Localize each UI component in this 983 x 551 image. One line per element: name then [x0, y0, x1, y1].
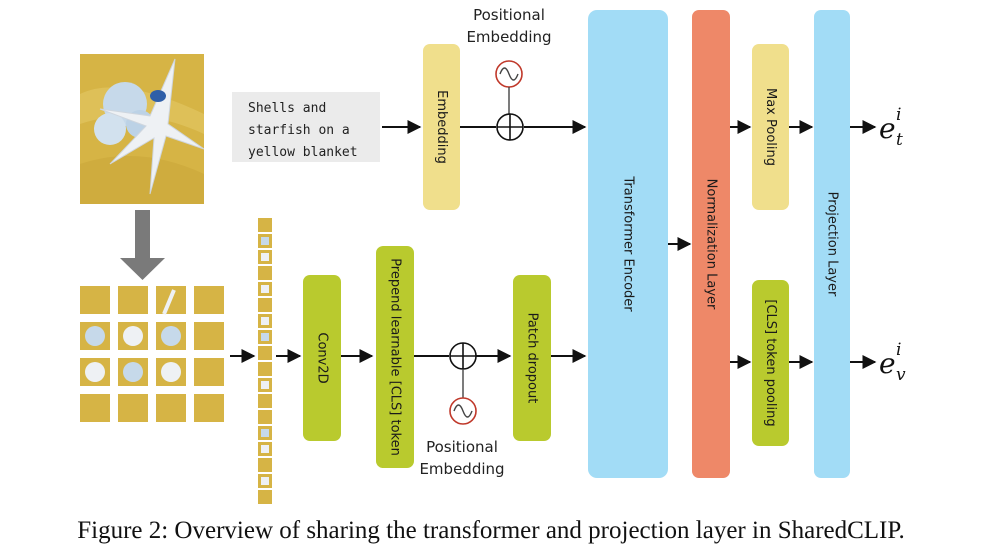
projection-layer-label: Projection Layer: [825, 192, 840, 297]
image-patch: [118, 322, 148, 350]
image-patch: [80, 286, 110, 314]
figure-caption: Figure 2: Overview of sharing the transf…: [77, 517, 905, 544]
image-patch: [156, 394, 186, 422]
patch-sequence: [258, 218, 272, 504]
image-patch: [118, 286, 148, 314]
sequence-patch: [258, 250, 272, 264]
sine-wave-icon: [449, 397, 477, 425]
svg-text:v: v: [896, 365, 906, 385]
sequence-patch: [258, 218, 272, 232]
sequence-patch: [258, 346, 272, 360]
sequence-patch: [258, 234, 272, 248]
image-patch: [194, 322, 224, 350]
sequence-patch: [258, 362, 272, 376]
text-input-line: starfish on a: [248, 123, 350, 138]
svg-text:i: i: [896, 105, 901, 125]
positional-embedding-label: Embedding: [466, 28, 551, 46]
down-arrow-icon: [120, 210, 165, 280]
positional-embedding-label: Positional: [426, 438, 498, 456]
image-patch: [156, 322, 186, 350]
text-input-line: yellow blanket: [248, 145, 358, 160]
sequence-patch: [258, 314, 272, 328]
svg-text:i: i: [896, 340, 901, 360]
conv2d-block: Conv2D: [303, 275, 341, 441]
plus-circle-icon: [496, 113, 524, 141]
embedding-label: Embedding: [434, 90, 449, 164]
image-patch: [156, 358, 186, 386]
text-input-line: Shells and: [248, 101, 326, 116]
prepend-cls-block: Prepend learnable [CLS] token: [376, 246, 414, 468]
image-patch: [194, 358, 224, 386]
transformer-encoder-block: Transformer Encoder: [588, 10, 668, 478]
sequence-patch: [258, 490, 272, 504]
svg-text:t: t: [896, 130, 903, 150]
sequence-patch: [258, 410, 272, 424]
patch-dropout-label: Patch dropout: [525, 313, 540, 404]
max-pooling-label: Max Pooling: [763, 88, 778, 166]
image-patch: [118, 394, 148, 422]
transformer-encoder-label: Transformer Encoder: [621, 175, 636, 312]
positional-embedding-label: Embedding: [419, 460, 504, 478]
sequence-patch: [258, 298, 272, 312]
sequence-patch: [258, 426, 272, 440]
image-patch: [80, 394, 110, 422]
conv2d-label: Conv2D: [315, 332, 330, 383]
plus-circle-icon: [449, 342, 477, 370]
sequence-patch: [258, 282, 272, 296]
sequence-patch: [258, 266, 272, 280]
sequence-patch: [258, 458, 272, 472]
image-patch: [80, 358, 110, 386]
prepend-cls-label: Prepend learnable [CLS] token: [388, 258, 403, 456]
text-output-embedding: e i t: [879, 105, 903, 150]
cls-token-pooling-label: [CLS] token pooling: [763, 299, 778, 426]
positional-embedding-label: Positional: [473, 6, 545, 24]
embedding-block: Embedding: [423, 44, 460, 210]
sequence-patch: [258, 474, 272, 488]
svg-text:e: e: [879, 112, 896, 145]
patch-dropout-block: Patch dropout: [513, 275, 551, 441]
patched-image: [80, 286, 224, 422]
normalization-layer-label: Normalization Layer: [704, 179, 719, 310]
image-patch: [118, 358, 148, 386]
image-patch: [194, 286, 224, 314]
sine-wave-icon: [495, 60, 523, 88]
sequence-patch: [258, 394, 272, 408]
cls-token-pooling-block: [CLS] token pooling: [752, 280, 789, 446]
image-patch: [156, 286, 186, 315]
projection-layer-block: Projection Layer: [814, 10, 850, 478]
sequence-patch: [258, 330, 272, 344]
vision-output-embedding: e i v: [879, 340, 906, 385]
svg-text:e: e: [879, 347, 896, 380]
text-input-box: Shells and starfish on a yellow blanket: [232, 92, 380, 162]
sequence-patch: [258, 442, 272, 456]
sequence-patch: [258, 378, 272, 392]
normalization-layer-block: Normalization Layer: [692, 10, 730, 478]
input-image: [80, 54, 204, 204]
image-patch: [80, 322, 110, 350]
max-pooling-block: Max Pooling: [752, 44, 789, 210]
image-patch: [194, 394, 224, 422]
